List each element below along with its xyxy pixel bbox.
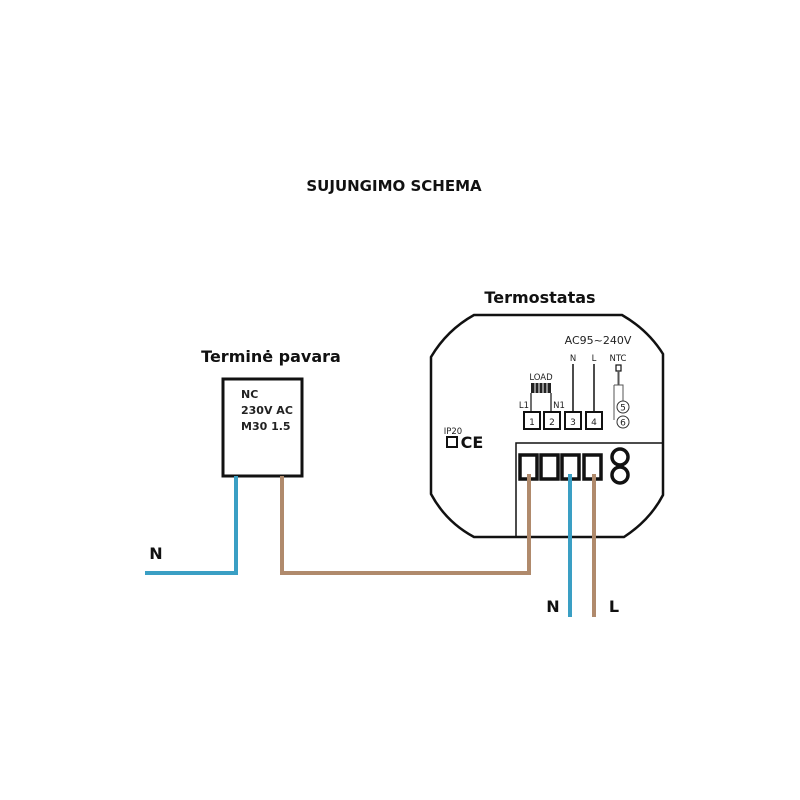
- screw-hole-bottom: [610, 465, 630, 485]
- double-insulation-icon: [446, 436, 458, 448]
- wire-live-actuator-to-terminal: [280, 474, 531, 575]
- wire-neutral-actuator: [145, 476, 238, 575]
- terminal-compartment: [515, 442, 663, 536]
- ntc-sensor-icon: [613, 364, 630, 429]
- voltage-label: AC95~240V: [565, 334, 632, 347]
- thermostat-label: Termostatas: [484, 288, 595, 307]
- screw-hole-top: [610, 447, 630, 467]
- actuator-label: Terminė pavara: [201, 347, 341, 366]
- terminal-4-number: 4: [591, 418, 597, 428]
- ntc-label: NTC: [610, 354, 627, 364]
- ce-mark: CE: [461, 433, 484, 452]
- terminal-3: [564, 411, 582, 430]
- terminal-2: [543, 411, 561, 430]
- actuator-spec-voltage: 230V AC: [241, 404, 293, 417]
- sensor-terminal-5: 5: [620, 404, 626, 414]
- actuator-spec-thread: M30 1.5: [241, 420, 291, 433]
- sensor-terminal-6: 6: [620, 419, 626, 429]
- terminal-n1-label: N1: [553, 401, 565, 411]
- lower-terminal-2: [539, 453, 560, 481]
- actuator-spec-type: NC: [241, 388, 258, 401]
- terminal-l-label: L: [592, 354, 597, 364]
- wire-label-left-n: N: [149, 544, 162, 563]
- actuator-box: [221, 377, 304, 478]
- terminal-2-number: 2: [549, 418, 555, 428]
- terminal-block-lower: [518, 453, 603, 481]
- terminal-n-label: N: [570, 354, 576, 364]
- terminal-1: [523, 411, 541, 430]
- load-label: LOAD: [529, 373, 553, 383]
- terminal-1-number: 1: [529, 418, 535, 428]
- wire-label-bottom-n: N: [546, 597, 559, 616]
- diagram-title: SUJUNGIMO SCHEMA: [306, 177, 482, 195]
- terminal-4: [585, 411, 603, 430]
- wire-label-bottom-l: L: [609, 597, 619, 616]
- terminal-block-upper: 1 2 3 4: [523, 411, 603, 430]
- terminal-3-number: 3: [570, 418, 576, 428]
- terminal-l1-label: L1: [519, 401, 529, 411]
- ip-rating-label: IP20: [444, 427, 462, 437]
- load-symbol: [530, 383, 552, 412]
